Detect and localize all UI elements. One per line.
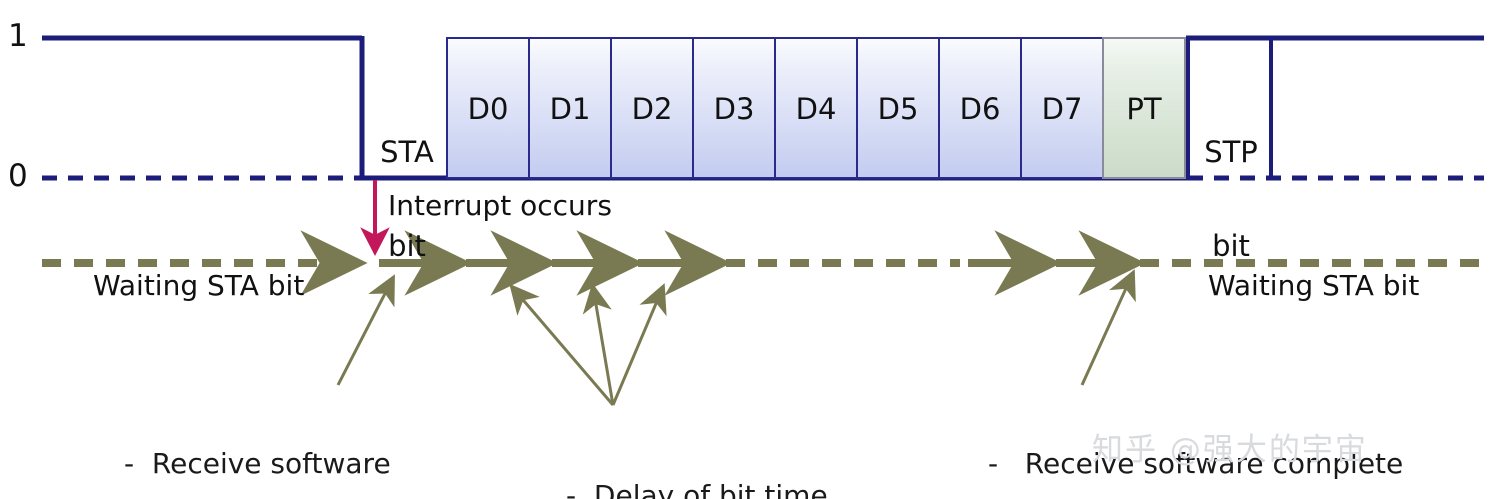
idle-high-signal-left [42, 35, 365, 180]
data-bit-label-d6: D6 [959, 92, 1001, 126]
data-bit-label-d4: D4 [795, 92, 837, 126]
waiting-sta-bit-label-right: Waiting STA bit [1208, 269, 1420, 302]
note-left-line1: - Receive software [124, 446, 391, 480]
start-bit-label: STA bit [368, 74, 446, 325]
note-left: - Receive software is activated - Delay … [124, 385, 391, 499]
interrupt-occurs-label: Interrupt occurs [388, 189, 612, 222]
note-middle: - Delay of bit time - Get bit value [566, 417, 828, 499]
data-bit-boxes [446, 37, 1104, 179]
data-bit-label-d3: D3 [713, 92, 755, 126]
stop-bit-label-line1: STP [1204, 134, 1258, 169]
start-bit-label-line1: STA [380, 134, 434, 169]
watermark: 知乎 @强大的宇宙 [1092, 432, 1368, 468]
parity-bit-label: PT [1126, 92, 1162, 126]
annotation-leader-lines [336, 269, 1136, 406]
start-bit-label-line2: bit [388, 228, 426, 263]
axis-label-high: 1 [8, 18, 28, 54]
stop-bit-box [1186, 35, 1273, 180]
note-right-line1: - Receive software complete [988, 446, 1404, 480]
data-bit-label-d1: D1 [549, 92, 591, 126]
parity-bit-box [1102, 37, 1186, 179]
data-bit-label-d7: D7 [1041, 92, 1083, 126]
note-middle-line1: - Delay of bit time [566, 478, 828, 499]
data-bit-label-d2: D2 [631, 92, 673, 126]
note-right: - Receive software complete [988, 385, 1403, 499]
stop-bit-label-line2: bit [1212, 228, 1250, 263]
axis-label-low: 0 [8, 158, 28, 194]
data-bit-label-d5: D5 [877, 92, 919, 126]
waiting-sta-bit-label-left: Waiting STA bit [93, 269, 305, 302]
data-bit-label-d0: D0 [467, 92, 509, 126]
stop-bit-label: STP bit [1192, 74, 1270, 325]
